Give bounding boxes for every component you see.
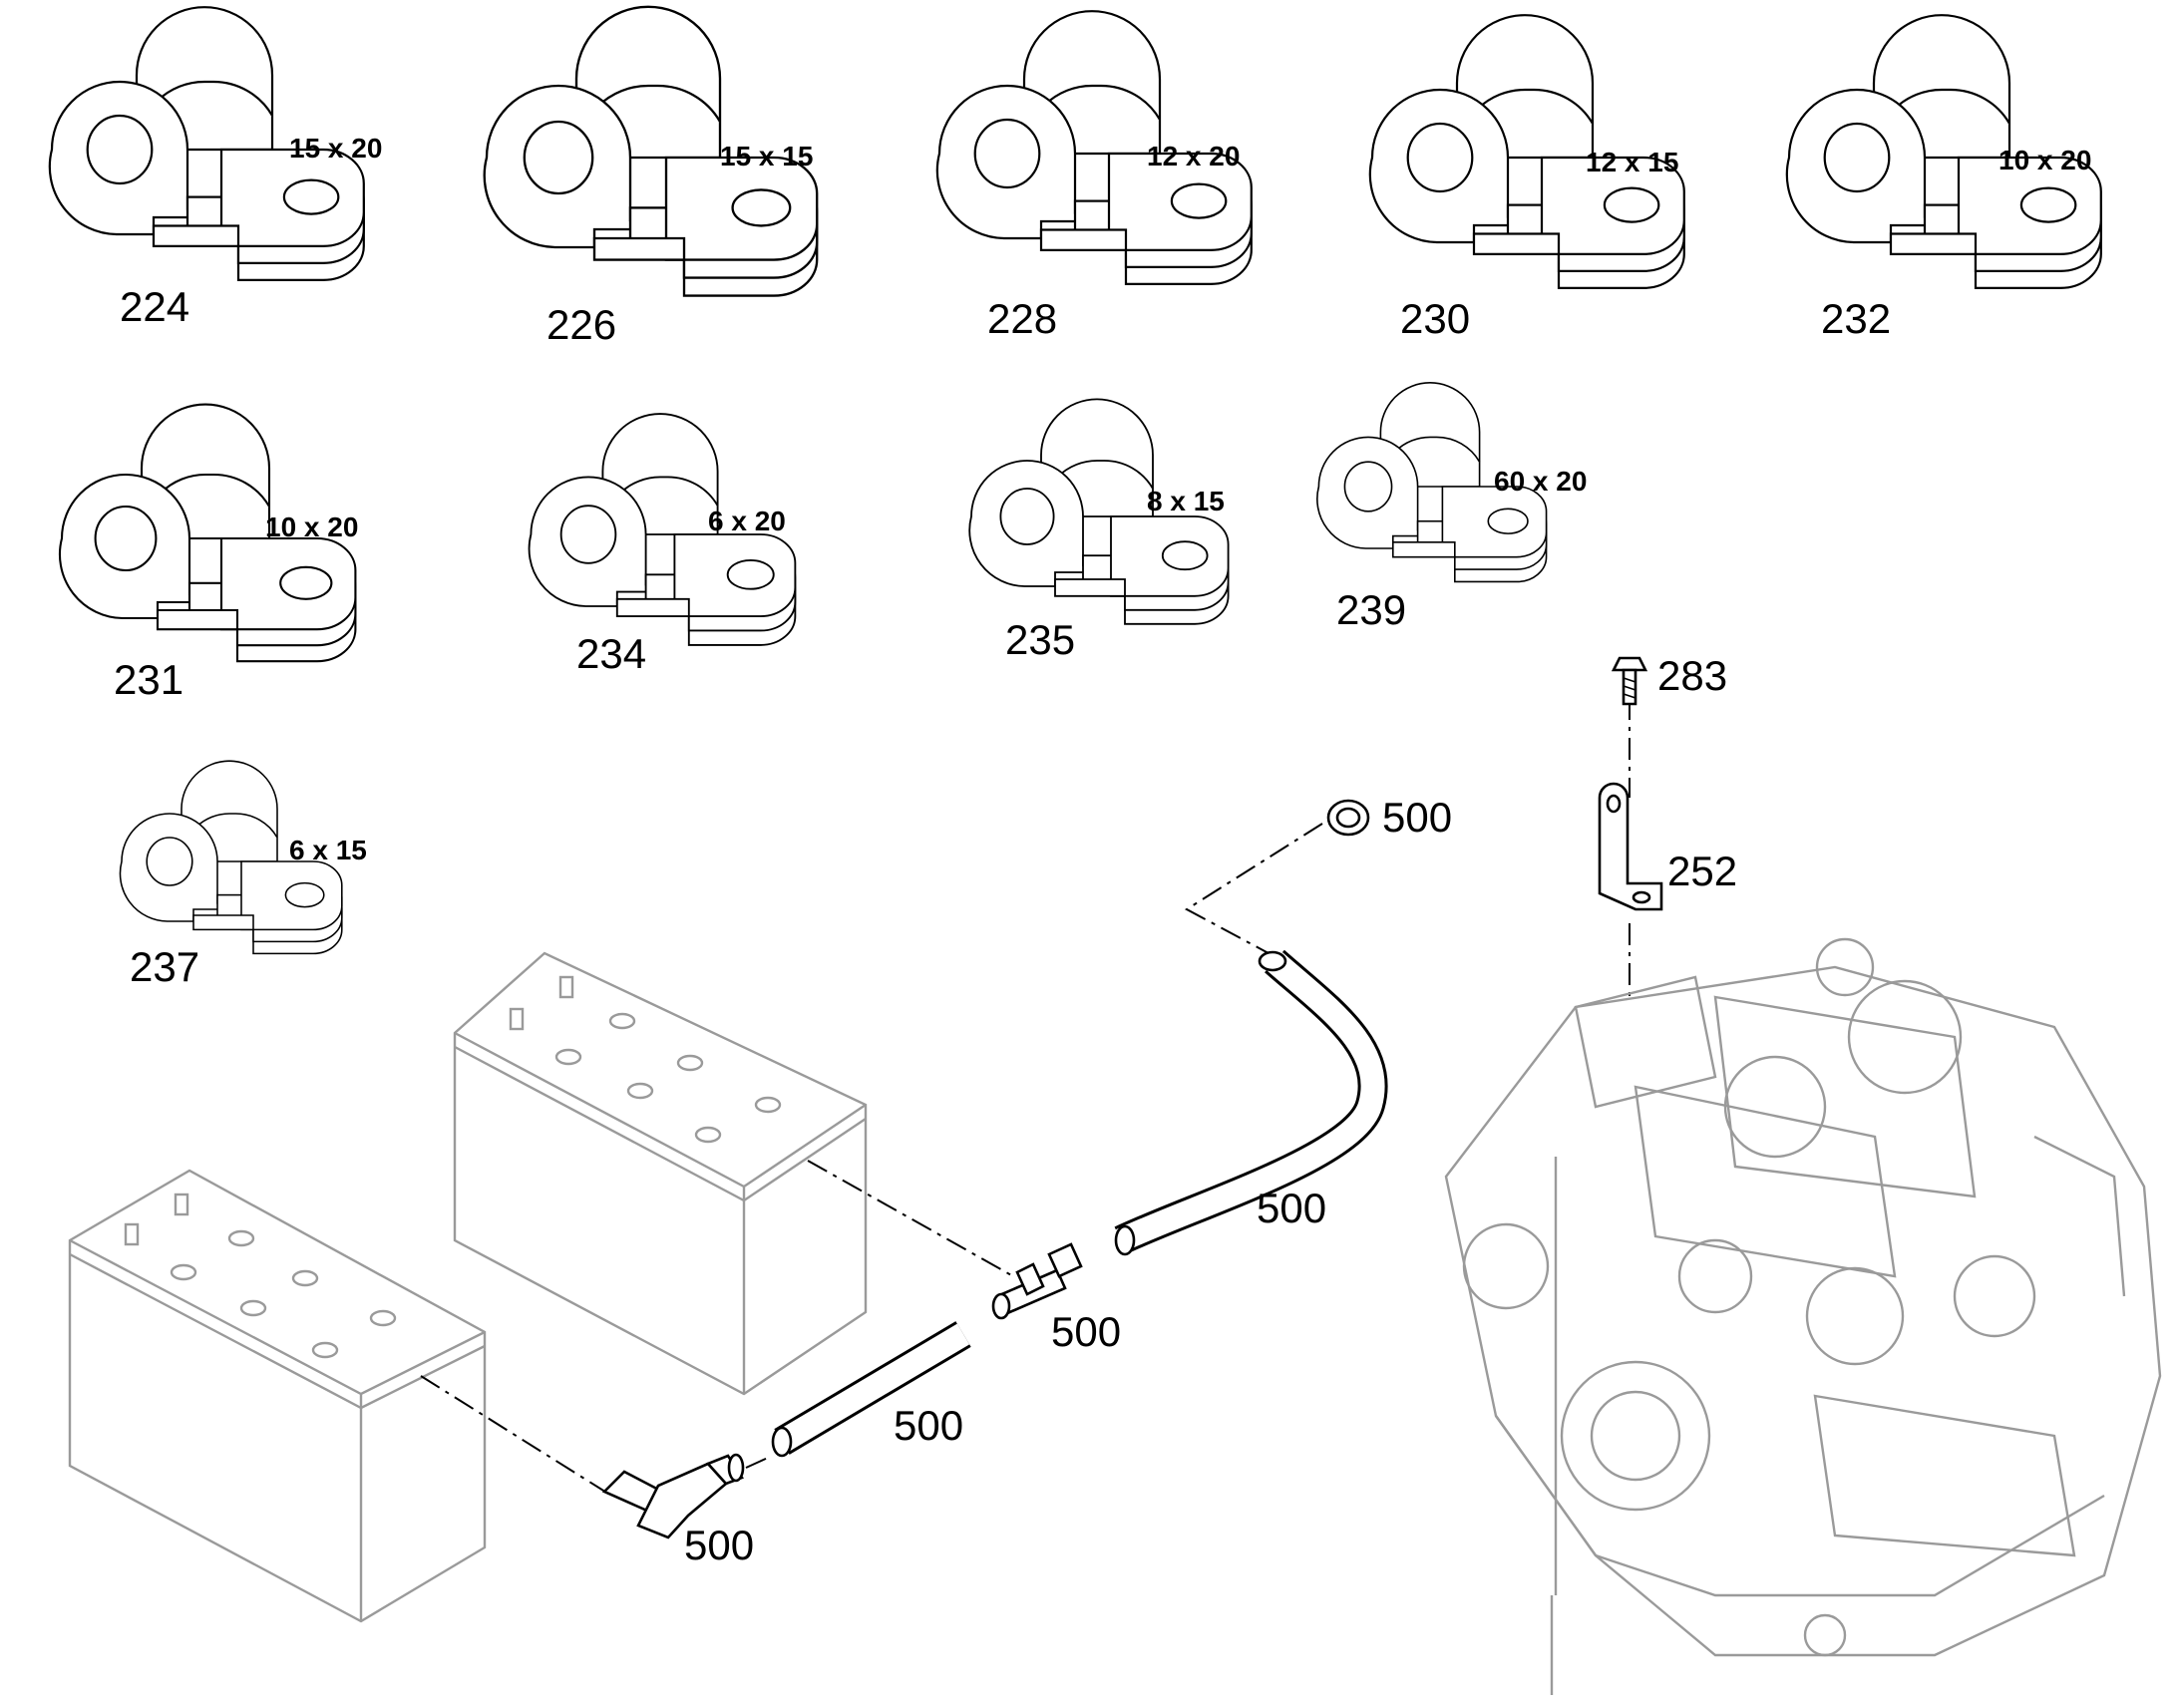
clamp-228: 228 12 x 20 (935, 10, 1253, 342)
clamp-size-label: 12 x 20 (1147, 141, 1240, 171)
bolt (1611, 656, 1648, 706)
clamp-size-label: 10 x 20 (1998, 145, 2091, 175)
bolt-callout: 283 (1657, 652, 1727, 699)
engine (1444, 937, 2162, 1695)
part-number-label: 235 (1005, 616, 1075, 663)
battery-rear (453, 951, 868, 1396)
clamp-size-label: 8 x 15 (1147, 486, 1225, 516)
clamp-size-label: 6 x 20 (708, 506, 786, 536)
part-number-label: 226 (546, 301, 616, 348)
clamp-size-label: 10 x 20 (265, 512, 358, 542)
clamp-235: 235 8 x 15 (968, 398, 1230, 663)
clamp-230: 230 12 x 15 (1368, 14, 1685, 342)
part-number-label: 230 (1400, 295, 1470, 342)
clamp-size-label: 12 x 15 (1586, 147, 1678, 177)
cap (1326, 799, 1370, 837)
clamp-size-label: 6 x 15 (289, 835, 367, 865)
part-number-label: 237 (130, 943, 199, 990)
hose-bent-callout: 500 (1257, 1185, 1326, 1231)
battery-front (68, 1169, 487, 1623)
elbow-fitting (601, 1453, 745, 1539)
part-number-label: 228 (987, 295, 1057, 342)
callout-labels: 283 252 500 500 500 500 500 (684, 652, 1737, 1568)
bracket (1598, 782, 1663, 911)
part-number-label: 232 (1821, 295, 1891, 342)
part-number-label: 239 (1336, 586, 1406, 633)
clamp-size-label: 60 x 20 (1494, 466, 1587, 497)
bracket-callout: 252 (1667, 848, 1737, 894)
clamp-239: 239 60 x 20 (1316, 382, 1587, 633)
clamp-232: 232 10 x 20 (1785, 14, 2102, 342)
part-number-label: 231 (114, 656, 183, 703)
cap-callout: 500 (1382, 794, 1452, 841)
tee-fitting (991, 1242, 1083, 1320)
clamp-size-label: 15 x 20 (289, 133, 382, 164)
clamp-226: 226 15 x 15 (483, 5, 819, 348)
tee-fitting-callout: 500 (1051, 1308, 1121, 1355)
clamp-234: 234 6 x 20 (528, 413, 797, 677)
elbow-fitting-callout: 500 (684, 1522, 754, 1568)
hose-straight (771, 1321, 971, 1458)
hose-straight-callout: 500 (894, 1402, 963, 1449)
hose-bent (1114, 949, 1388, 1256)
part-number-label: 234 (576, 630, 646, 677)
part-number-label: 224 (120, 283, 189, 330)
clamp-237: 237 6 x 15 (119, 760, 367, 990)
clamp-size-label: 15 x 15 (720, 141, 813, 171)
clamp-224: 224 15 x 20 (48, 6, 382, 330)
clamp-231: 231 10 x 20 (58, 403, 358, 703)
